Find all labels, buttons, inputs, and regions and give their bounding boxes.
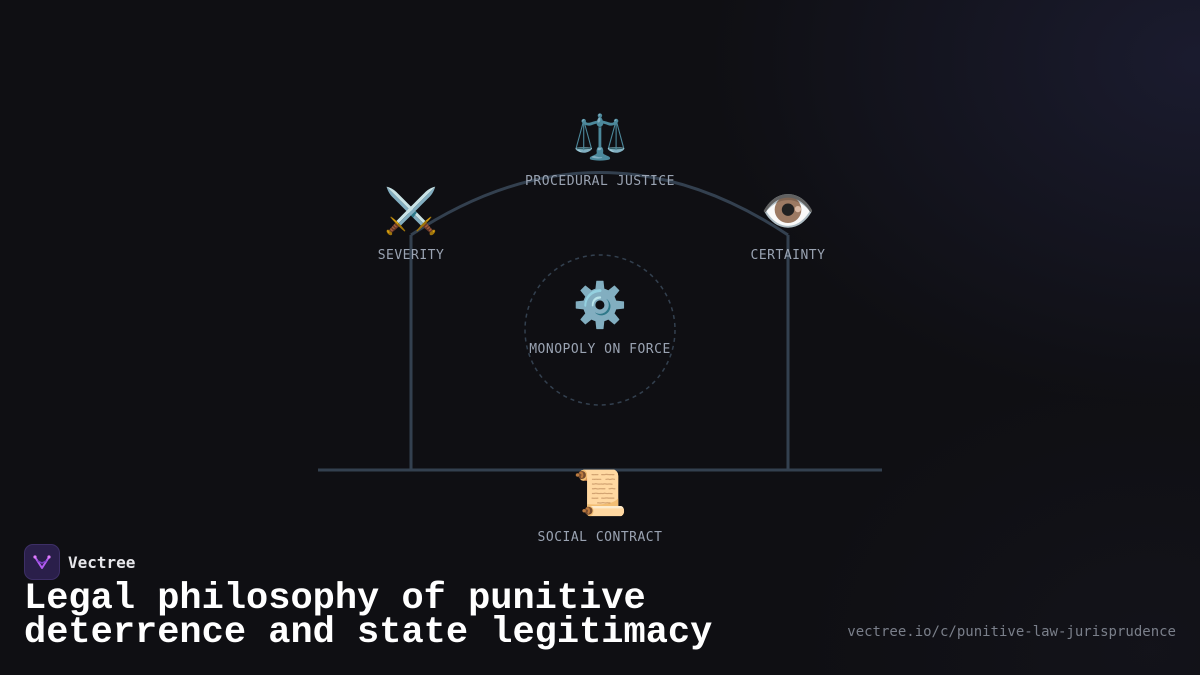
node-label: SEVERITY — [377, 248, 445, 263]
node-label: SOCIAL CONTRACT — [537, 530, 663, 545]
node-procedural-justice: ⚖️ PROCEDURAL JUSTICE — [525, 112, 675, 189]
node-label: CERTAINTY — [750, 248, 826, 263]
node-monopoly-on-force: ⚙️ MONOPOLY ON FORCE — [529, 280, 671, 357]
brand[interactable]: Vectree — [24, 544, 135, 580]
arch-curve — [410, 171, 789, 237]
node-severity: ⚔️ SEVERITY — [378, 186, 445, 263]
node-social-contract: 📜 SOCIAL CONTRACT — [538, 468, 663, 545]
node-label: MONOPOLY ON FORCE — [529, 342, 671, 357]
eye-icon: 👁️ — [760, 186, 816, 237]
crossed-swords-icon: ⚔️ — [383, 186, 439, 237]
brand-name: Vectree — [68, 552, 136, 572]
scales-icon: ⚖️ — [572, 112, 628, 163]
gear-icon: ⚙️ — [572, 280, 628, 331]
center-ring — [524, 254, 676, 406]
page-title: Legal philosophy of punitive deterrence … — [24, 578, 713, 654]
scroll-icon: 📜 — [572, 468, 628, 519]
node-label: PROCEDURAL JUSTICE — [525, 174, 675, 189]
source-url[interactable]: vectree.io/c/punitive-law-jurisprudence — [847, 624, 1176, 640]
vectree-logo-icon — [24, 544, 60, 580]
node-certainty: 👁️ CERTAINTY — [751, 186, 826, 263]
